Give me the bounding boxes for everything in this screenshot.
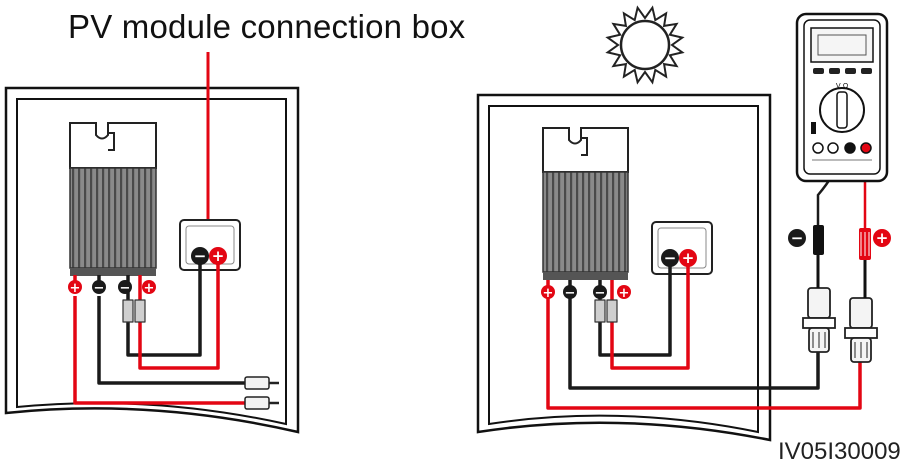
negative-probe [813, 225, 824, 288]
right-wiring [546, 262, 862, 410]
left-connection-box [179, 219, 241, 271]
negative-marker: − [664, 249, 677, 267]
positive-marker: + [144, 281, 155, 296]
sun-rays [605, 5, 685, 85]
positive-marker: + [543, 286, 554, 301]
connector-icon [244, 376, 270, 390]
positive-marker: + [682, 249, 695, 267]
positive-probe [859, 228, 871, 298]
test-connectors [802, 287, 878, 363]
left-optimizer [69, 122, 157, 276]
negative-marker: − [595, 286, 606, 301]
connector-icon [244, 396, 270, 410]
left-polarity-markers: + − − + − + [68, 247, 227, 296]
negative-test-connector [802, 287, 836, 353]
probe-positive-marker: + [876, 229, 889, 247]
sun-icon [605, 5, 685, 85]
positive-marker: + [619, 286, 630, 301]
left-wiring [73, 260, 245, 405]
svg-text:V Ω: V Ω [836, 82, 849, 90]
multimeter-icon: V Ω [795, 12, 889, 183]
left-output-connectors [244, 376, 279, 410]
negative-marker: − [194, 247, 207, 265]
positive-marker: + [212, 247, 225, 265]
callout-label: PV module connection box [68, 8, 466, 45]
negative-marker: − [565, 286, 576, 301]
right-polarity-markers: + − − + − + − + [541, 229, 891, 301]
negative-marker: − [120, 281, 131, 296]
probe-negative-marker: − [791, 229, 804, 247]
positive-marker: + [70, 281, 81, 296]
negative-marker: − [94, 281, 105, 296]
multimeter-probes [813, 147, 871, 298]
figure-id: IV05I30009 [778, 438, 901, 465]
positive-test-connector [844, 297, 878, 363]
right-optimizer [542, 127, 629, 280]
